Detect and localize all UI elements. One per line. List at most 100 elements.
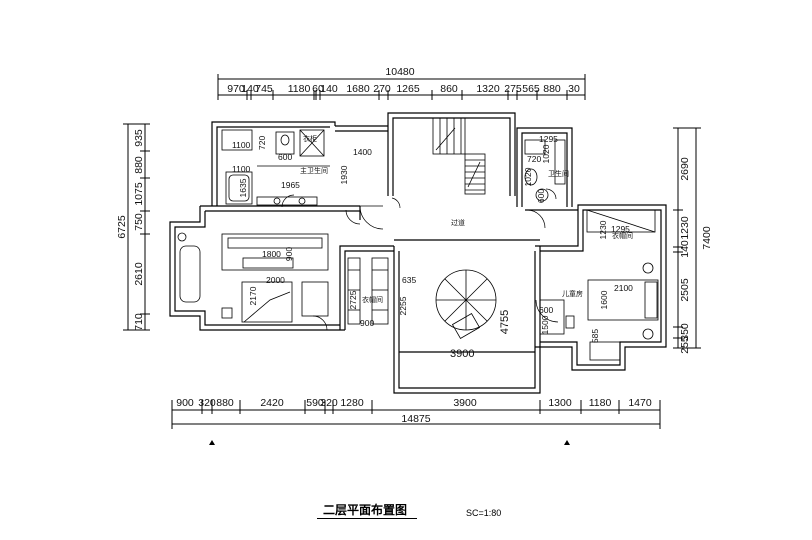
title-underline [317,518,417,519]
left-dim-1: 935 [133,129,145,147]
master-bedroom-furniture [177,232,329,323]
terrace-parasol [435,269,497,339]
room-label-walkin-right: 衣帽间 [612,231,633,240]
inner-dim: 1100 [232,164,251,174]
right-dim-1: 2690 [679,157,691,181]
right-dim-3: 140 [679,240,691,258]
inner-dim: 600 [536,189,546,203]
inner-dim: 720 [257,136,267,150]
top-dim-11: 1320 [476,83,500,95]
inner-dim: 1800 [262,249,281,259]
inner-dim: 1635 [238,178,248,197]
top-dim-13: 565 [522,83,540,95]
inner-dim: 1930 [339,165,349,184]
bottom-dim-5: 590 [306,397,324,409]
inner-dim: 1500 [540,315,550,334]
walls [169,112,667,394]
inner-dim: 4755 [499,310,511,334]
inner-dim: 720 [527,154,541,164]
inner-dim: 585 [590,329,600,343]
bottom-dim-6: 320 [320,397,338,409]
inner-dim: 2100 [614,283,633,293]
inner-dim: 2000 [266,275,285,285]
left-dim-2: 880 [133,156,145,174]
right-dimension-text: 7400 2690 1230 140 2505 350 255 [679,157,713,354]
top-dim-6: 140 [320,83,338,95]
top-dimension-lines [217,74,586,100]
room-labels: 主卫生间 衣柜 卫生间 过道 儿童房 衣帽间 衣帽间 [300,134,633,304]
bottom-dim-3: 880 [216,397,234,409]
bottom-dim-7: 1280 [340,397,364,409]
top-dim-10: 860 [440,83,458,95]
top-dimension-text: 10480 970 140 745 1180 60 140 1680 270 1… [227,66,580,95]
section-markers [209,440,570,445]
inner-dim: 900 [360,318,374,328]
top-dim-5: 60 [312,83,324,95]
right-bath-fixtures [524,139,566,202]
kids-room-furniture [539,209,659,361]
top-dim-15: 30 [568,83,580,95]
bottom-total-dimension: 14875 [401,413,430,425]
left-dimension-lines [123,123,150,331]
room-label-master-bath: 主卫生间 [300,166,328,175]
bottom-dimension-lines [171,400,661,429]
top-total-dimension: 10480 [385,66,414,78]
inner-dim: 635 [402,275,416,285]
room-label-closet: 衣柜 [303,134,317,143]
inner-dim: 600 [278,152,292,162]
right-total-dimension: 7400 [701,226,713,250]
right-dim-4: 2505 [679,278,691,302]
inner-dim: 600 [539,305,553,315]
right-dim-2: 1230 [679,216,691,240]
staircase [432,117,486,195]
master-bath-fixtures [221,129,330,206]
right-dim-5: 350 [679,323,691,341]
top-dim-4: 1180 [288,83,311,95]
inner-dim: 900 [284,247,294,261]
doors [281,188,559,331]
inner-dim: 1020 [523,167,533,186]
top-dim-9: 1265 [396,83,420,95]
right-dimension-lines [673,127,701,349]
top-dim-1: 970 [227,83,245,95]
bottom-dimension-text: 900 320 880 2420 590 320 1280 3900 1300 … [176,397,652,425]
inner-dim: 1965 [281,180,300,190]
inner-dim: 2170 [248,286,258,305]
room-label-walkin-left: 衣帽间 [362,295,383,304]
left-dim-5: 2610 [133,262,145,286]
room-label-bathroom: 卫生间 [548,169,569,178]
bottom-dim-10: 1180 [589,397,612,409]
left-dim-3: 1075 [133,182,145,206]
top-dim-14: 880 [543,83,561,95]
left-total-dimension: 6725 [116,215,128,239]
top-dim-8: 270 [373,83,391,95]
left-dim-6: 710 [133,313,145,331]
drawing-title: 二层平面布置图 [323,503,408,517]
inner-dim: 2255 [398,296,408,315]
bottom-dim-11: 1470 [628,397,652,409]
left-dimension-text: 6725 935 880 1075 750 2610 710 [116,129,145,331]
room-label-corridor: 过道 [451,218,465,227]
inner-dimensions: 1100 720 600 1100 1635 1965 1400 1930 18… [232,134,633,360]
bottom-dim-4: 2420 [260,397,284,409]
inner-dim: 2725 [348,290,358,309]
drawing-scale: SC=1:80 [466,508,502,518]
room-label-kids-room: 儿童房 [562,289,583,298]
inner-dim: 3900 [450,348,474,360]
bottom-dim-8: 3900 [453,397,477,409]
bottom-dim-9: 1300 [548,397,572,409]
inner-dim: 1600 [599,290,609,309]
inner-dim: 1020 [541,144,551,163]
inner-dim: 1230 [598,220,608,239]
inner-dim: 1295 [611,224,630,234]
bottom-dim-1: 900 [176,397,194,409]
top-dim-3: 745 [255,83,273,95]
right-dim-6: 255 [679,336,691,354]
inner-dim: 1400 [353,147,372,157]
inner-dim: 1295 [539,134,558,144]
top-dim-12: 275 [504,83,522,95]
top-dim-7: 1680 [346,83,370,95]
walkin-closet-fixtures [347,257,389,325]
inner-dim: 1100 [232,140,251,150]
